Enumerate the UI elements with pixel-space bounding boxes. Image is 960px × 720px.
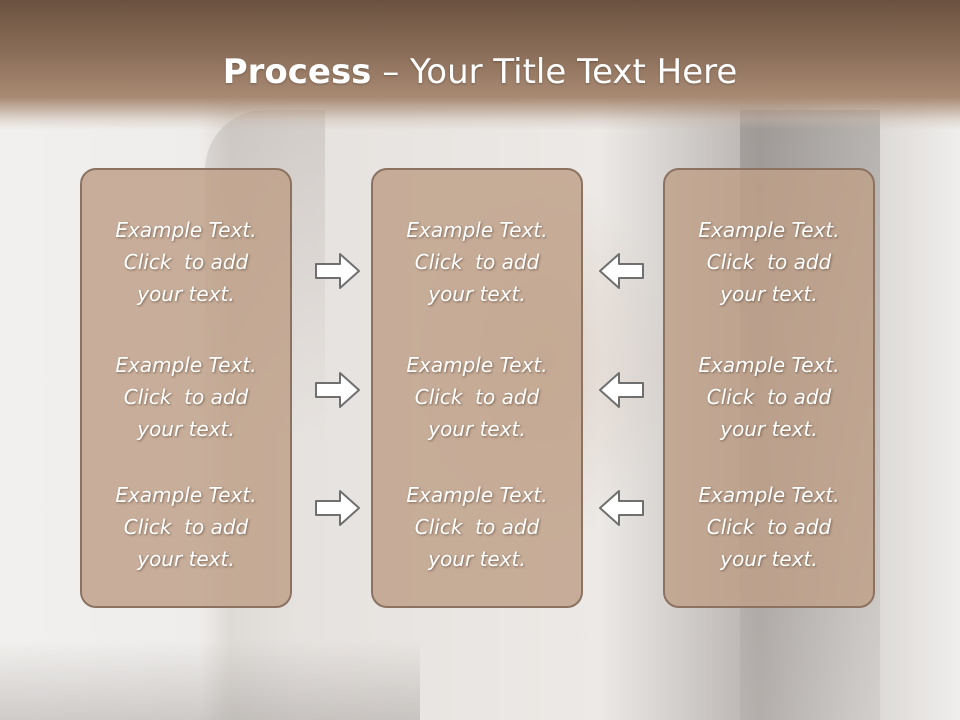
background-shade-bottom [0, 640, 420, 720]
text-line: Example Text. [698, 483, 840, 507]
text-line: your text. [137, 547, 235, 571]
text-line: your text. [720, 417, 818, 441]
arrow-right-icon [315, 372, 360, 408]
title-bold: Process [222, 52, 372, 92]
text-line: Click to add [414, 515, 540, 539]
text-placeholder[interactable]: Example Text. Click to add your text. [82, 214, 290, 310]
text-line: Example Text. [406, 218, 548, 242]
title-rest: – Your Title Text Here [371, 52, 738, 92]
text-line: Example Text. [698, 353, 840, 377]
slide-title[interactable]: Process – Your Title Text Here [0, 52, 960, 92]
arrow-left-icon [599, 490, 644, 526]
text-line: Example Text. [115, 218, 257, 242]
text-placeholder[interactable]: Example Text. Click to add your text. [665, 214, 873, 310]
arrow-left-icon [599, 372, 644, 408]
text-line: Example Text. [115, 483, 257, 507]
text-line: Click to add [706, 250, 832, 274]
title-banner [0, 0, 960, 130]
arrow-right-icon [315, 253, 360, 289]
text-line: Click to add [123, 515, 249, 539]
text-placeholder[interactable]: Example Text. Click to add your text. [373, 349, 581, 445]
arrow-right-icon [315, 490, 360, 526]
text-line: your text. [428, 282, 526, 306]
process-box-left[interactable]: Example Text. Click to add your text. Ex… [80, 168, 292, 608]
text-placeholder[interactable]: Example Text. Click to add your text. [373, 214, 581, 310]
text-placeholder[interactable]: Example Text. Click to add your text. [373, 479, 581, 575]
text-line: your text. [720, 282, 818, 306]
text-line: Click to add [706, 385, 832, 409]
text-line: Click to add [414, 385, 540, 409]
arrow-left-icon [599, 253, 644, 289]
text-line: Example Text. [406, 483, 548, 507]
text-line: your text. [428, 417, 526, 441]
text-line: your text. [428, 547, 526, 571]
process-box-middle[interactable]: Example Text. Click to add your text. Ex… [371, 168, 583, 608]
text-placeholder[interactable]: Example Text. Click to add your text. [82, 349, 290, 445]
text-placeholder[interactable]: Example Text. Click to add your text. [665, 479, 873, 575]
text-line: Example Text. [406, 353, 548, 377]
text-placeholder[interactable]: Example Text. Click to add your text. [665, 349, 873, 445]
text-line: Example Text. [115, 353, 257, 377]
text-line: Click to add [414, 250, 540, 274]
text-line: Click to add [123, 385, 249, 409]
process-box-right[interactable]: Example Text. Click to add your text. Ex… [663, 168, 875, 608]
text-line: your text. [137, 282, 235, 306]
text-placeholder[interactable]: Example Text. Click to add your text. [82, 479, 290, 575]
text-line: Click to add [706, 515, 832, 539]
text-line: Click to add [123, 250, 249, 274]
text-line: your text. [720, 547, 818, 571]
text-line: your text. [137, 417, 235, 441]
text-line: Example Text. [698, 218, 840, 242]
